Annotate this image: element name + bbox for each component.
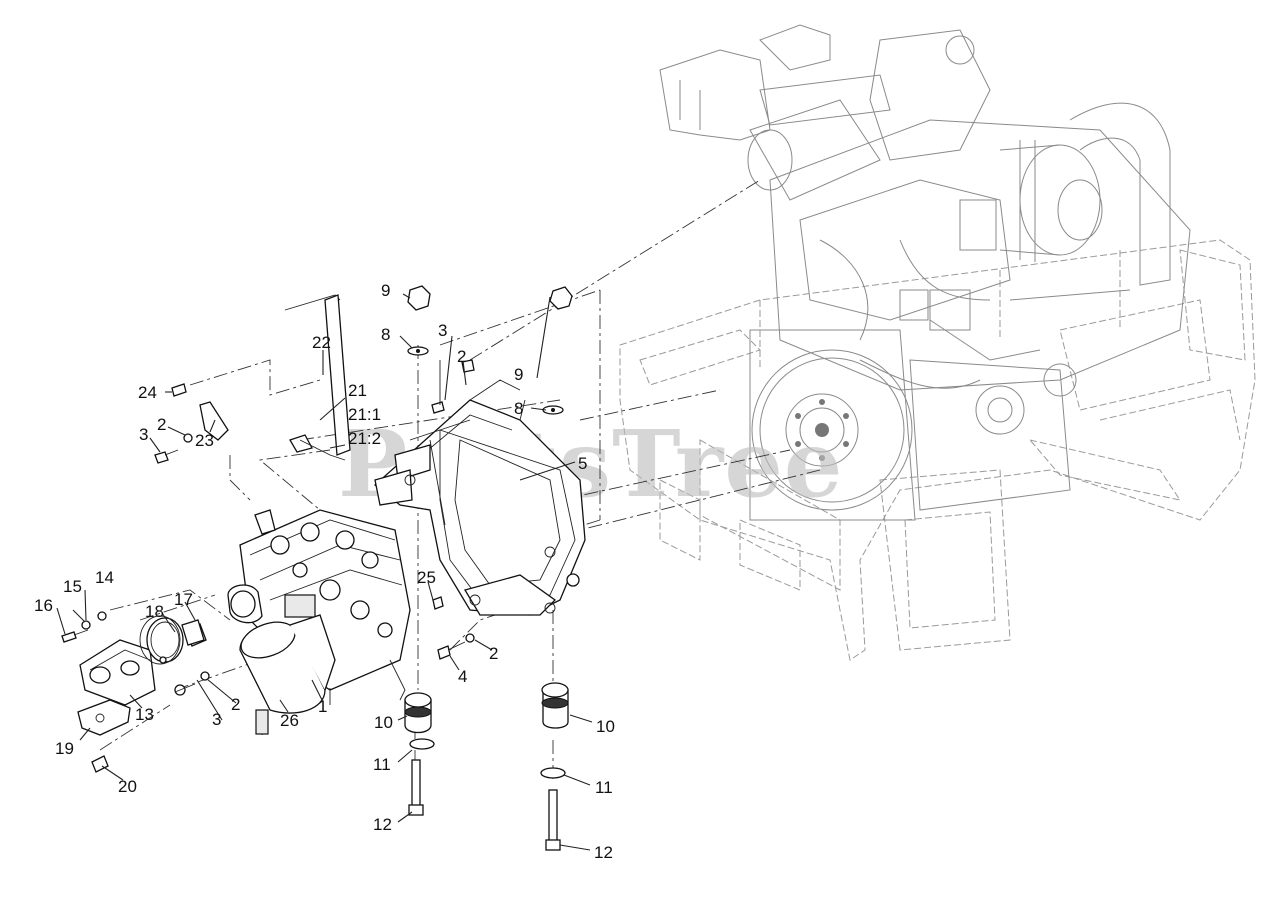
callout-10: 10 (374, 713, 393, 732)
callout-14: 14 (95, 568, 114, 587)
callout-15: 15 (63, 577, 82, 596)
callout-9: 9 (514, 365, 523, 384)
callout-2: 2 (231, 695, 240, 714)
leader-lines (56, 293, 593, 851)
engine-assembly-icon (619, 24, 1256, 661)
callout-3: 3 (212, 710, 221, 729)
isolator-mounts (404, 285, 573, 851)
callout-1: 1 (318, 697, 327, 716)
callout-21: 21 (348, 381, 367, 400)
callout-24: 24 (138, 383, 157, 402)
callout-4: 4 (458, 667, 467, 686)
callout-18: 18 (145, 602, 164, 621)
callout-21-2: 21:2 (348, 429, 381, 448)
callout-12: 12 (373, 815, 392, 834)
callout-16: 16 (34, 596, 53, 615)
callout-labels: 9 8 3 2 9 8 5 22 21 21:1 21:2 24 2 3 23 … (34, 281, 615, 862)
callout-8: 8 (514, 399, 523, 418)
callout-12: 12 (594, 843, 613, 862)
callout-26: 26 (280, 711, 299, 730)
callout-11: 11 (595, 778, 613, 797)
callout-10: 10 (596, 717, 615, 736)
callout-2: 2 (457, 347, 466, 366)
oil-filter-icon (239, 614, 336, 735)
callout-11: 11 (373, 755, 391, 774)
callout-3: 3 (438, 321, 447, 340)
callout-23: 23 (195, 431, 214, 450)
callout-21-1: 21:1 (348, 405, 381, 424)
callout-22: 22 (312, 333, 331, 352)
callout-25: 25 (417, 568, 436, 587)
callout-3: 3 (139, 425, 148, 444)
callout-19: 19 (55, 739, 74, 758)
callout-13: 13 (135, 705, 154, 724)
fasteners (61, 294, 475, 773)
callout-2: 2 (157, 415, 166, 434)
callout-5: 5 (578, 454, 587, 473)
callout-2: 2 (489, 644, 498, 663)
callout-8: 8 (381, 325, 390, 344)
callout-17: 17 (174, 590, 193, 609)
callout-9: 9 (381, 281, 390, 300)
callout-20: 20 (118, 777, 137, 796)
flywheel-housing-icon (373, 379, 586, 616)
